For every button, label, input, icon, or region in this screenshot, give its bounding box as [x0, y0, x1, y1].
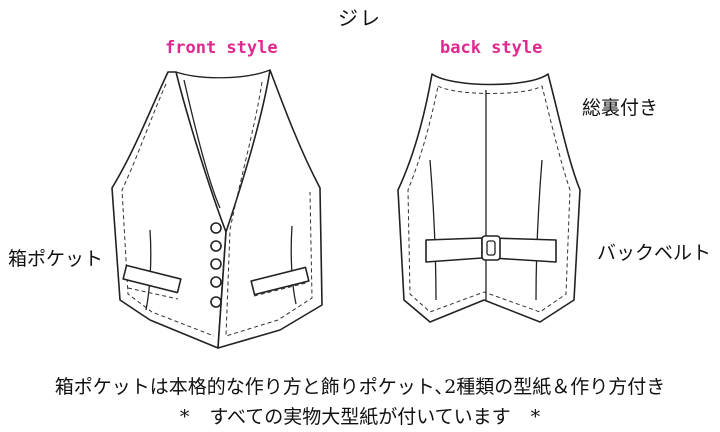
- back-belt-label: バックベルト: [597, 242, 712, 264]
- page-title: ジレ: [338, 6, 382, 30]
- box-pocket-right: [250, 266, 310, 297]
- front-vest-collar-line: [183, 79, 221, 209]
- back-vest-dart-right: [535, 159, 543, 301]
- box-pocket-label: 箱ポケット: [8, 248, 104, 270]
- caption-star-right: *: [530, 406, 541, 428]
- front-vest-neck: [175, 69, 271, 79]
- back-style-label: back style: [440, 38, 543, 58]
- front-vest-right-panel: [217, 69, 323, 349]
- front-vest-drawing: [111, 69, 323, 349]
- back-vest-dart-left: [429, 159, 437, 301]
- box-pocket-left: [122, 264, 182, 300]
- front-vest-dart-right: [290, 225, 297, 305]
- back-vest-drawing: [397, 73, 581, 323]
- caption-line-2-text: すべての実物大型紙が付いています: [209, 406, 511, 428]
- back-vest-outline: [397, 73, 581, 323]
- caption-line-1: 箱ポケットは本格的な作り方と飾りポケット､2種類の型紙＆作り方付き: [54, 376, 666, 398]
- front-style-label: front style: [165, 38, 278, 58]
- caption-line-2: * すべての実物大型紙が付いています *: [0, 402, 720, 429]
- front-vest-buttons: [210, 222, 222, 308]
- full-lining-label: 総裏付き: [582, 97, 659, 119]
- front-vest-left-panel: [111, 71, 227, 349]
- back-belt-drawing: [425, 235, 557, 263]
- back-vest-stitch: [407, 85, 571, 313]
- front-vest-stitch-right: [225, 81, 313, 337]
- caption-star-left: *: [179, 406, 190, 428]
- front-vest-stitch-left: [121, 83, 215, 337]
